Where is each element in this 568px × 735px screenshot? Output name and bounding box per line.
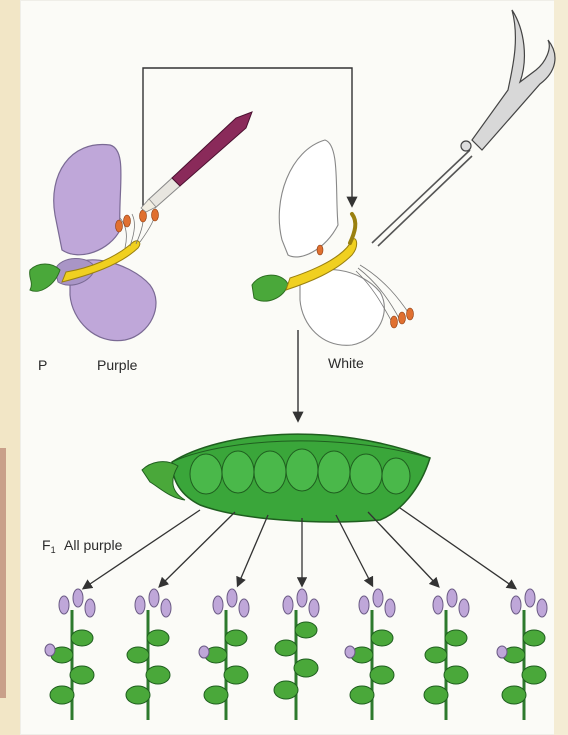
purple-label: Purple <box>97 357 137 373</box>
scissors-icon <box>372 10 555 246</box>
f1-subscript: 1 <box>51 545 56 555</box>
white-label: White <box>328 355 364 371</box>
pea-pod-icon <box>142 434 430 522</box>
f1-letter: F <box>42 537 51 553</box>
all-purple-label: All purple <box>64 537 122 553</box>
pea-plant-icon <box>274 589 319 720</box>
pea-plant-icon <box>199 589 249 720</box>
pea-plant-icon <box>497 589 547 720</box>
white-flower <box>252 140 414 345</box>
f1-label: F1 <box>42 537 56 555</box>
pea-plant-icon <box>126 589 171 720</box>
pea-plant-icon <box>45 589 95 720</box>
paintbrush-icon <box>141 112 252 212</box>
purple-flower <box>30 145 159 341</box>
pea-plant-icon <box>345 589 395 720</box>
pea-plant-icon <box>424 589 469 720</box>
parental-label: P <box>38 357 47 373</box>
